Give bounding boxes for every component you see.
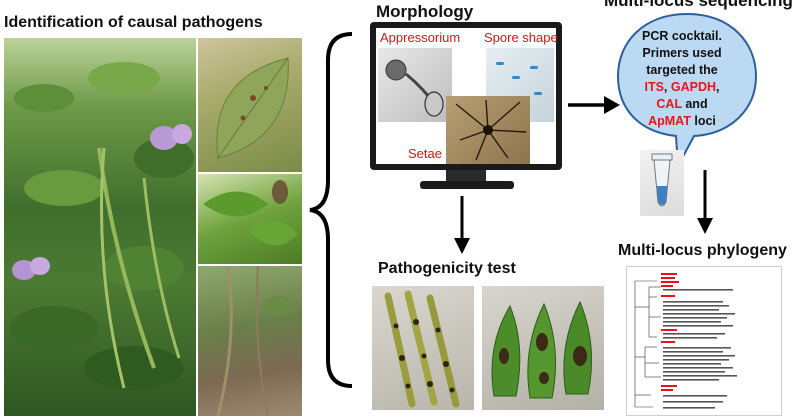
bubble-line-6: ApMAT loci — [626, 113, 738, 130]
bubble-line-3: targeted the — [646, 63, 718, 77]
grouping-brace — [309, 32, 353, 388]
gapdh-locus: GAPDH — [670, 80, 717, 94]
infected-leaf-photo-2 — [198, 174, 302, 264]
infected-leaf-photo-1 — [198, 38, 302, 172]
bubble-line-1: PCR cocktail. — [642, 29, 722, 43]
pods-drawing — [384, 290, 460, 408]
comma: , — [663, 80, 668, 94]
bubble-line-5: CAL and — [626, 96, 738, 113]
leaf-drawing-2 — [203, 180, 298, 246]
appressorium-micrograph — [378, 48, 452, 122]
leaves-drawing — [491, 300, 593, 399]
comma: , — [716, 80, 720, 94]
cowpea-plant-photo — [4, 38, 196, 416]
its-locus: ITS — [644, 80, 664, 94]
sequencing-heading: Multi-locus sequencing — [604, 0, 793, 10]
infected-pods-photo — [372, 286, 474, 410]
infected-leaves-photo — [482, 286, 604, 410]
phylogeny-heading: Multi-locus phylogeny — [618, 242, 787, 259]
tube-drawing — [651, 153, 673, 207]
arrow-to-phylogeny — [697, 170, 713, 234]
monitor-neck — [446, 170, 486, 182]
loci-word: loci — [694, 114, 716, 128]
leaf-drawing-1 — [216, 57, 289, 159]
pathogenicity-heading: Pathogenicity test — [378, 260, 516, 277]
bubble-text: PCR cocktail. Primers used targeted the … — [626, 28, 738, 130]
and-word: and — [685, 97, 708, 111]
pcr-tube-photo — [640, 150, 684, 216]
plant-drawing — [10, 62, 194, 390]
arrow-to-pathogenicity — [454, 196, 470, 254]
bubble-line-4: ITS, GAPDH, — [626, 79, 738, 96]
tree-drawing — [634, 273, 737, 409]
bubble-line-2: Primers used — [642, 46, 722, 60]
arrow-to-sequencing — [568, 96, 620, 114]
setae-label: Setae — [408, 146, 442, 161]
setae-drawing — [455, 99, 527, 161]
morphology-heading: Morphology — [376, 2, 474, 21]
cal-locus: CAL — [656, 97, 682, 111]
identification-heading: Identification of causal pathogens — [4, 14, 263, 31]
apmat-locus: ApMAT — [648, 114, 691, 128]
setae-micrograph — [446, 96, 530, 164]
appressorium-label: Appressorium — [380, 30, 461, 45]
phylogenetic-tree-image — [626, 266, 782, 416]
stem-drawing — [216, 266, 294, 416]
spore-shape-label: Spore shape — [484, 30, 558, 45]
stem-lesion-photo — [198, 266, 302, 416]
monitor-base — [420, 181, 514, 189]
appressorium-drawing — [385, 59, 444, 117]
